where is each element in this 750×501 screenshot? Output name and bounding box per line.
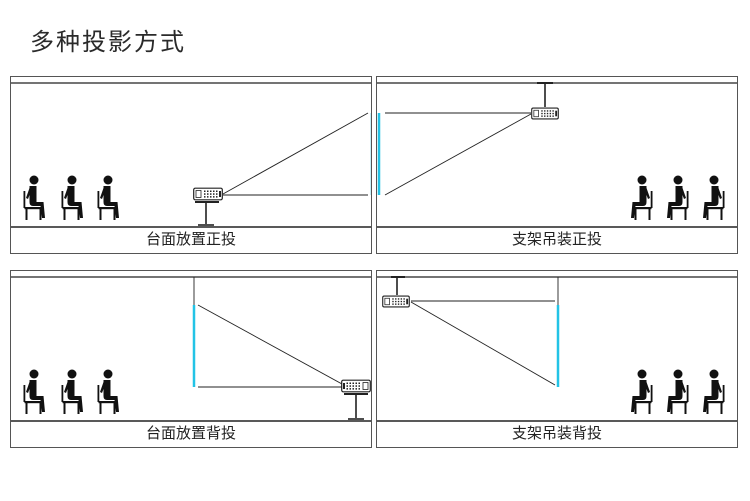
person-icon: [631, 175, 653, 220]
diagram-table-front: [11, 82, 371, 228]
projector-icon: [341, 379, 371, 393]
panel-ceiling-front: 支架吊装正投: [376, 76, 738, 254]
diagram-ceiling-rear: [377, 276, 737, 422]
person-icon: [703, 369, 725, 414]
panel-caption: 支架吊装背投: [511, 424, 602, 442]
projector-icon: [531, 107, 559, 120]
person-icon: [23, 369, 45, 414]
diagram-table-rear: [11, 276, 371, 422]
panel-table-rear: 台面放置背投: [10, 270, 372, 448]
panel-caption: 支架吊装正投: [511, 230, 602, 248]
panel-caption: 台面放置背投: [145, 424, 236, 442]
diagram-ceiling-front: [377, 82, 737, 228]
person-icon: [97, 369, 119, 414]
person-icon: [61, 175, 83, 220]
projector-icon: [193, 187, 223, 201]
page-title: 多种投影方式: [30, 28, 186, 56]
person-icon: [667, 175, 689, 220]
person-icon: [61, 369, 83, 414]
person-icon: [631, 369, 653, 414]
person-icon: [23, 175, 45, 220]
person-icon: [97, 175, 119, 220]
panel-ceiling-rear: 支架吊装背投: [376, 270, 738, 448]
panel-caption: 台面放置正投: [145, 230, 236, 248]
person-icon: [703, 175, 725, 220]
panel-table-front: 台面放置正投: [10, 76, 372, 254]
person-icon: [667, 369, 689, 414]
projector-icon: [382, 295, 410, 308]
